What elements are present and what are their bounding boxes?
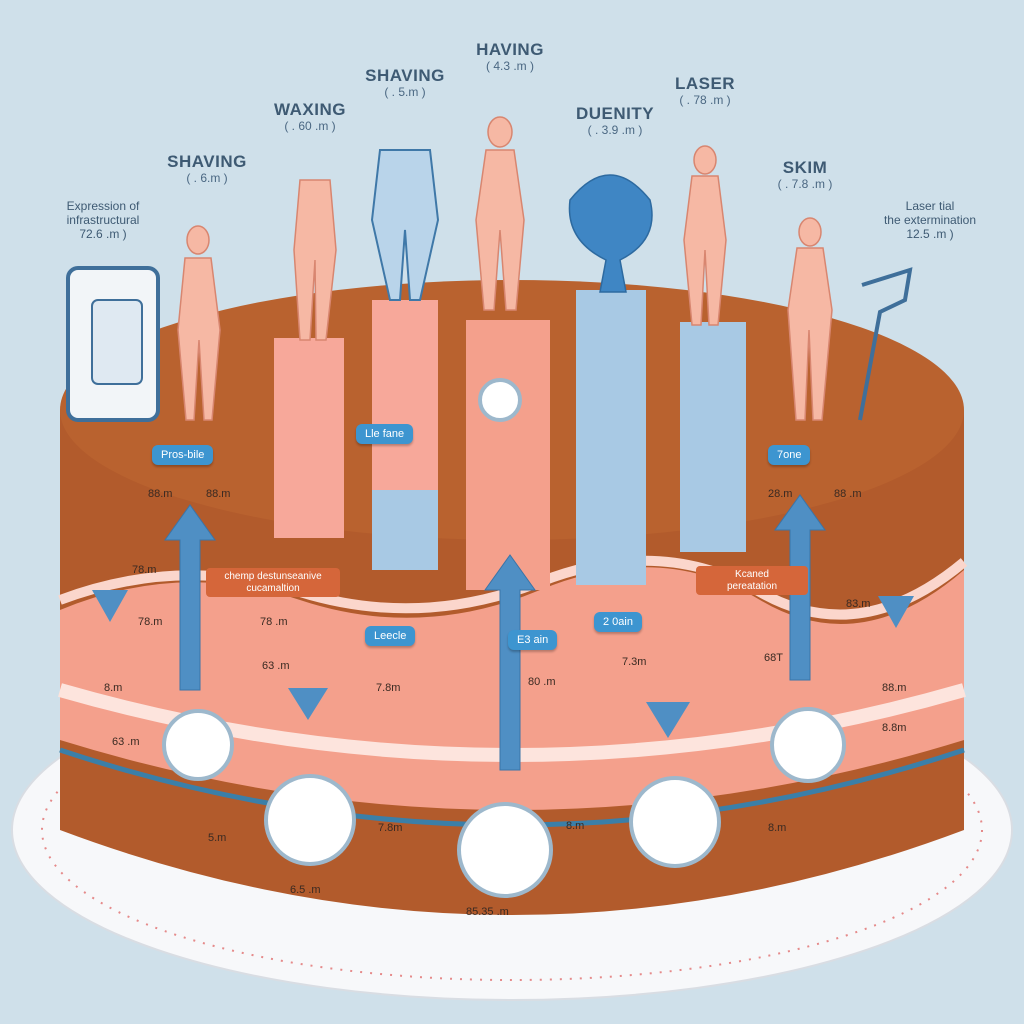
measurement: 88.m: [882, 682, 907, 694]
measurement: 7.8m: [378, 822, 403, 834]
measurement: 80 .m: [528, 676, 556, 688]
column-value: ( . 3.9 .m ): [587, 122, 643, 137]
column-heading: HAVING: [476, 40, 544, 59]
measurement: 28.m: [768, 488, 793, 500]
column-heading: LASER: [674, 74, 736, 93]
pill-label: Pros-bile: [152, 445, 214, 465]
column-value: ( . 6.m ): [186, 170, 228, 185]
tag-text: Kcaned: [735, 569, 769, 580]
tag-text: chemp destunseanive: [224, 571, 322, 582]
column-1-label: SHAVING( . 6.m ): [152, 152, 262, 185]
pillar-having: [466, 320, 550, 590]
pill-label: Leecle: [365, 626, 416, 646]
column-value: ( 4.3 .m ): [485, 58, 534, 73]
measurement: 88.m: [148, 488, 173, 500]
measurement: 68T: [764, 652, 783, 664]
measurement: 88 .m: [834, 488, 862, 500]
measurement: 7.8m: [376, 682, 401, 694]
pillar-duenity: [576, 290, 646, 585]
side-text: infrastructural: [66, 212, 140, 227]
measurement: 78.m: [138, 616, 163, 628]
figure-6: [683, 145, 727, 326]
column-6-label: LASER( . 78 .m ): [650, 74, 760, 107]
pillar-shaving-lower: [372, 490, 438, 570]
measurement: 85.35 .m: [466, 906, 509, 918]
side-text: Expression of: [66, 199, 140, 213]
measurement: 78 .m: [260, 616, 288, 628]
column-3-label: SHAVING( . 5.m ): [350, 66, 460, 99]
column-value: ( . 60 .m ): [284, 118, 336, 133]
pillar-waxing: [274, 338, 344, 538]
column-value: ( . 78 .m ): [679, 92, 731, 107]
column-heading: SKIM: [782, 158, 828, 177]
measurement: 63 .m: [262, 660, 290, 672]
device-screen: [91, 299, 143, 385]
column-7-label: SKIM( . 7.8 .m ): [750, 158, 860, 191]
measurement: 78.m: [132, 564, 157, 576]
measurement: 8.m: [566, 820, 585, 832]
ruler-line: [41, 679, 983, 981]
tag-text: pereatation: [726, 580, 778, 592]
measurement: 6.5 .m: [290, 884, 321, 896]
measurement: 88.m: [206, 488, 231, 500]
tag-text: cucamaltion: [246, 582, 300, 594]
figure-1: [177, 225, 221, 421]
pillar-laser: [680, 322, 746, 552]
side-text: 12.5 .m ): [906, 226, 954, 241]
side-text: the extermination: [883, 212, 977, 227]
pill-label: 2 0ain: [594, 612, 642, 632]
figure-2: [293, 179, 337, 341]
column-heading: SHAVING: [167, 152, 247, 171]
column-heading: DUENITY: [575, 104, 655, 123]
measurement: 7.3m: [622, 656, 647, 668]
figure-5-tree: [568, 174, 653, 293]
column-5-label: DUENITY( . 3.9 .m ): [560, 104, 670, 137]
column-value: ( . 5.m ): [384, 84, 426, 99]
clock-icons: [162, 378, 846, 898]
down-arrows: [92, 590, 914, 738]
column-4-label: HAVING( 4.3 .m ): [455, 40, 565, 73]
measurement: 8.m: [104, 682, 123, 694]
pill-label: E3 ain: [508, 630, 558, 650]
pill-label: Lle fane: [356, 424, 414, 444]
measurement: 8.m: [768, 822, 787, 834]
side-text: Laser tial: [905, 199, 955, 213]
column-value: ( . 7.8 .m ): [777, 176, 833, 191]
measurement: 5.m: [208, 832, 227, 844]
figure-4: [475, 116, 525, 311]
measurement: 8.8m: [882, 722, 907, 734]
figure-7: [787, 217, 833, 421]
side-text: 72.6 .m ): [79, 226, 127, 241]
figure-3: [370, 149, 440, 301]
pill-label: 7one: [768, 445, 811, 465]
column-heading: SHAVING: [365, 66, 445, 85]
column-heading: WAXING: [274, 100, 346, 119]
column-2-label: WAXING( . 60 .m ): [255, 100, 365, 133]
measurement: 63 .m: [112, 736, 140, 748]
razor-icon: [858, 267, 913, 421]
measurement: 83.m: [846, 598, 871, 610]
